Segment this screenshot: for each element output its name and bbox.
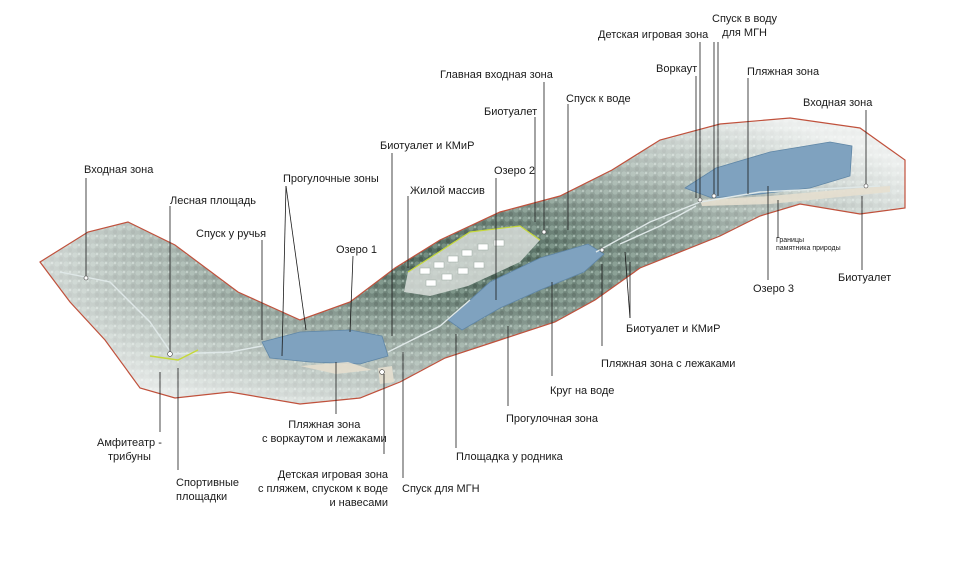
paths xyxy=(59,185,881,355)
label-beach-top: Пляжная зона xyxy=(747,66,820,78)
label-lake-3: Озеро 3 xyxy=(753,283,795,295)
label-water-descent: Спуск к воде xyxy=(566,93,631,105)
protected-boundary xyxy=(39,117,906,405)
accent-line xyxy=(149,349,199,361)
leader-lines xyxy=(85,42,867,478)
lake-2 xyxy=(447,243,605,331)
label-playground-bottom: Детская игровая зона с пляжем, спуском к… xyxy=(258,469,389,509)
label-stream-descent: Спуск у ручья xyxy=(196,228,267,240)
lakes xyxy=(261,141,853,365)
label-walking-zones: Прогулочные зоны xyxy=(283,173,379,185)
label-entrance-west: Входная зона xyxy=(84,164,154,176)
label-entrance-east: Входная зона xyxy=(803,97,873,109)
label-forest-square: Лесная площадь xyxy=(170,195,256,207)
label-lake-2: Озеро 2 xyxy=(494,165,536,177)
label-beach-sunbeds: Пляжная зона с лежаками xyxy=(601,358,736,370)
label-amphitheatre: Амфитеатр - трибуны xyxy=(97,437,162,463)
label-beach-workout: Пляжная зона с воркаутом и лежаками xyxy=(262,419,387,445)
label-toilet-right: Биотуалет xyxy=(838,272,892,284)
label-mgn-water-descent: Спуск в воду для МГН xyxy=(712,13,778,39)
label-playground-top: Детская игровая зона xyxy=(598,29,709,41)
label-lake-1: Озеро 1 xyxy=(336,244,378,256)
label-spring-area: Площадка у родника xyxy=(456,451,563,463)
label-mgn-descent: Спуск для МГН xyxy=(402,483,480,495)
label-toilet-top: Биотуалет xyxy=(484,106,538,118)
label-toilet-kmir-bottom: Биотуалет и КМиР xyxy=(626,323,721,335)
label-walking-zone: Прогулочная зона xyxy=(506,413,598,425)
label-nature-monument-border: Границы памятника природы xyxy=(776,237,841,252)
label-workout: Воркаут xyxy=(656,63,698,75)
label-sports-grounds: Спортивные площадки xyxy=(176,477,240,503)
lake-1 xyxy=(261,329,389,365)
residential-area xyxy=(404,225,541,296)
label-toilet-kmir-top: Биотуалет и КМиР xyxy=(380,140,475,152)
label-water-circle: Круг на воде xyxy=(550,385,615,397)
label-residential: Жилой массив xyxy=(410,185,485,197)
markers xyxy=(83,183,869,375)
label-main-entrance: Главная входная зона xyxy=(440,69,553,81)
